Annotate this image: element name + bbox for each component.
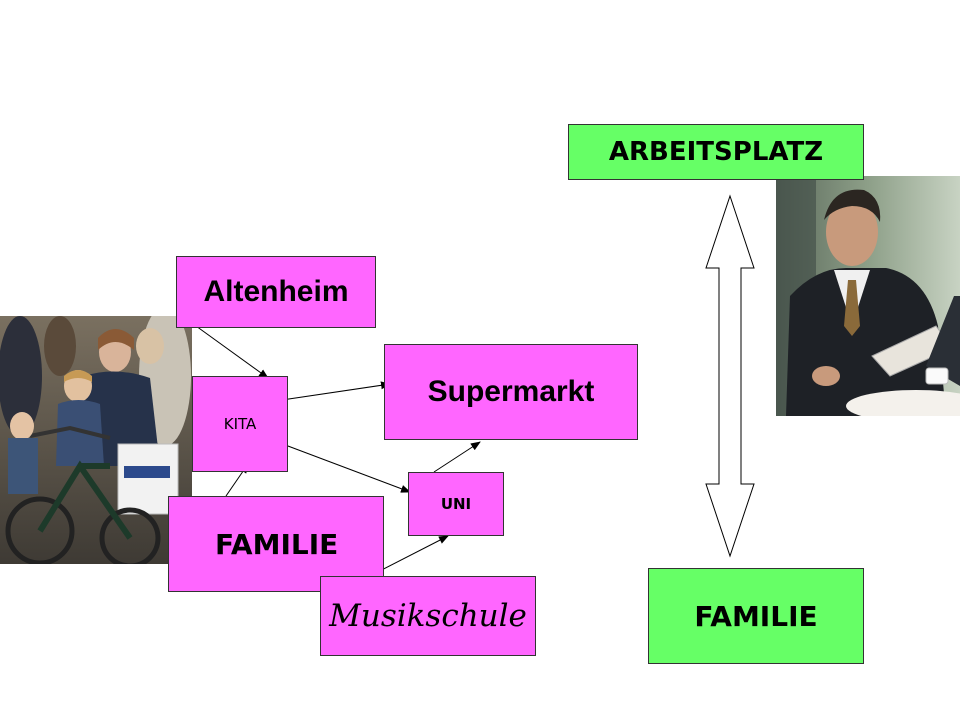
uni-box: UNI xyxy=(408,472,504,536)
familie-left-label: FAMILIE xyxy=(215,527,339,561)
double-headed-arrow-icon xyxy=(705,194,755,558)
mother-with-child-on-bicycle-photo xyxy=(0,316,192,564)
arrow-kita-to-supermarkt xyxy=(281,381,391,401)
familie-left-box: FAMILIE xyxy=(168,496,384,592)
musikschule-box: Musikschule xyxy=(320,576,536,656)
arrow-uni-to-supermarkt xyxy=(433,441,481,473)
familie-right-box: FAMILIE xyxy=(648,568,864,664)
uni-label: UNI xyxy=(440,495,472,513)
businessman-at-cafe-photo xyxy=(776,176,960,416)
kita-box: KITA xyxy=(192,376,288,472)
altenheim-box: Altenheim xyxy=(176,256,376,328)
arrow-altenheim-to-kita xyxy=(195,325,269,379)
arrow-kita-to-uni xyxy=(271,439,411,493)
altenheim-label: Altenheim xyxy=(203,275,349,308)
musikschule-label: Musikschule xyxy=(329,598,527,634)
familie-right-label: FAMILIE xyxy=(694,599,818,633)
arbeitsplatz-label: ARBEITSPLATZ xyxy=(608,137,824,167)
supermarkt-label: Supermarkt xyxy=(427,375,595,408)
supermarkt-box: Supermarkt xyxy=(384,344,638,440)
arbeitsplatz-box: ARBEITSPLATZ xyxy=(568,124,864,180)
kita-label: KITA xyxy=(223,415,257,433)
